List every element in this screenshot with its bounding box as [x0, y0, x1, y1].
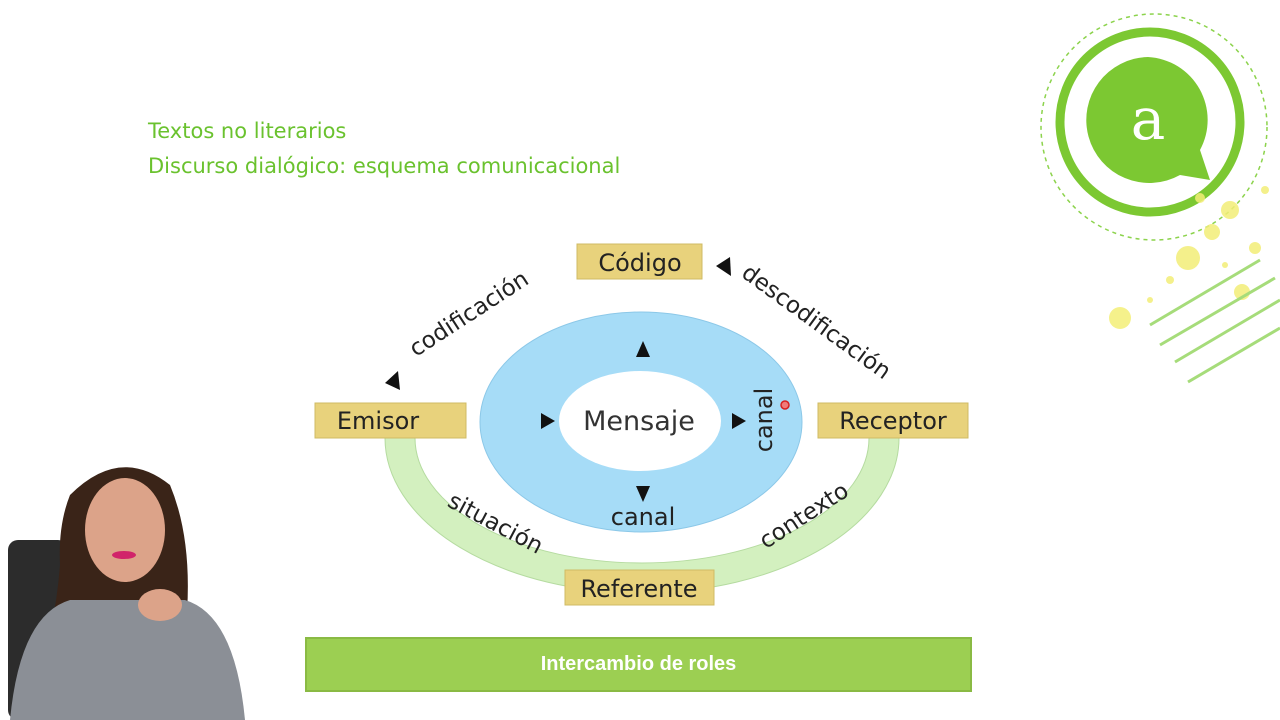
mensaje-label: Mensaje: [583, 406, 695, 437]
emisor-label: Emisor: [337, 407, 419, 435]
arrow-codificacion-icon: [385, 371, 400, 390]
arrow-down-icon: [636, 486, 650, 502]
arrow-up-icon: [636, 341, 650, 357]
logo-ring-icon: [1055, 27, 1245, 217]
brand-logo: a: [1040, 13, 1280, 384]
codigo-box: [576, 243, 703, 280]
banner-label: Intercambio de roles: [540, 653, 737, 675]
arrow-right-icon: [732, 413, 746, 429]
presenter-lips: [112, 551, 136, 559]
logo-dashed-ring-icon: [1040, 13, 1268, 241]
logo-letter: a: [1131, 85, 1166, 153]
receptor-label: Receptor: [839, 407, 947, 435]
referente-label: Referente: [580, 575, 697, 603]
emisor-box: [314, 402, 467, 439]
message-oval: [559, 371, 721, 471]
slide-title-line-1: Textos no literarios: [148, 119, 347, 143]
codigo-label: Código: [598, 249, 681, 277]
slide-title-line-2: Discurso dialógico: esquema comunicacion…: [148, 154, 621, 178]
canal-bottom-label: canal: [611, 503, 676, 531]
canal-right-label: canal: [750, 388, 778, 453]
presenter-hand: [138, 589, 182, 621]
intercambio-de-roles-banner: Intercambio de roles: [305, 637, 972, 692]
presenter-torso: [10, 600, 245, 720]
arrow-right-left-icon: [541, 413, 555, 429]
green-stripes-icon: [1149, 258, 1280, 384]
presenter-face: [85, 478, 165, 582]
pointer-dot-icon: [780, 400, 790, 410]
receptor-box: [817, 402, 969, 439]
presenter-video-overlay: [8, 467, 245, 720]
referente-box: [564, 569, 715, 606]
arrow-descodificacion-icon: [716, 257, 731, 276]
codificacion-label: codificación: [405, 266, 534, 362]
speech-bubble-icon: [1086, 57, 1210, 183]
